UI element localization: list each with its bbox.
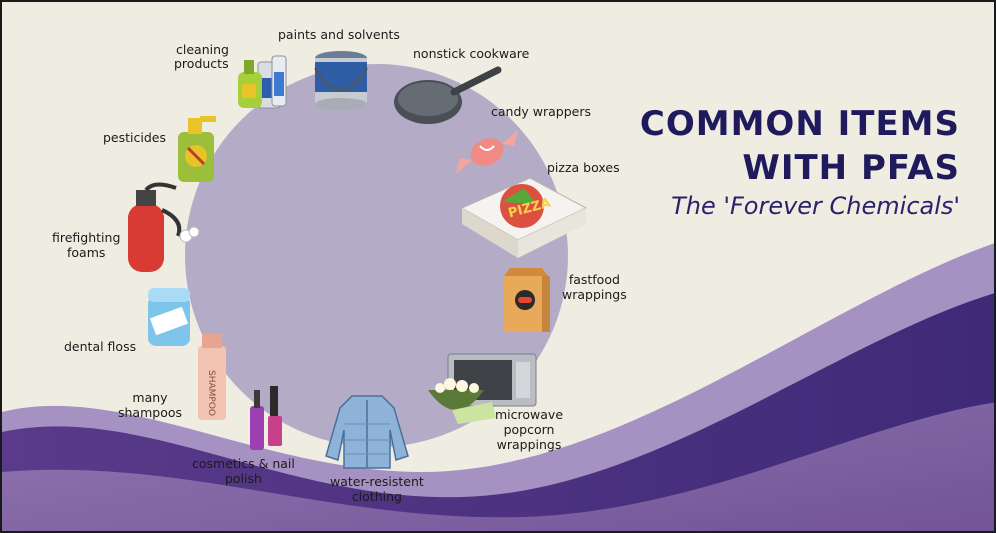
label-nonstick-cookware: nonstick cookware — [413, 46, 530, 61]
title-line-2: WITH PFAS — [742, 148, 960, 188]
dental-floss-icon — [148, 288, 190, 346]
candy-wrapper-icon — [456, 130, 518, 174]
label-fastfood-line-1: fastfood — [568, 272, 620, 287]
label-cleaning-line-1: cleaning — [176, 42, 229, 57]
shampoo-bottle-text: SHAMPOO — [206, 370, 216, 416]
microwave-popcorn-icon — [428, 353, 537, 424]
label-shampoos-line-2: shampoos — [118, 405, 183, 420]
label-cosmetics-line-1: cosmetics & nail — [192, 456, 295, 471]
label-shampoos-line-1: many — [132, 390, 168, 405]
label-firefighting-line-2: foams — [66, 245, 106, 260]
pizza-box-icon: PIZZA — [460, 177, 588, 258]
label-pizza-boxes: pizza boxes — [547, 160, 620, 175]
label-microwave-line-1: microwave — [495, 407, 564, 422]
jacket-icon — [325, 395, 409, 469]
label-microwave-line-2: popcorn — [503, 422, 555, 437]
fire-extinguisher-icon — [128, 182, 200, 272]
label-firefighting-line-1: firefighting — [52, 230, 121, 245]
label-cleaning-products-2: products — [174, 56, 229, 71]
wave-front — [2, 402, 994, 531]
label-candy-wrappers: candy wrappers — [491, 104, 591, 119]
title-line-1: COMMON ITEMS — [639, 104, 960, 144]
pesticide-spray-icon — [178, 116, 216, 182]
fastfood-bag-icon — [504, 268, 550, 332]
label-clothing-line-1: water-resistent — [330, 474, 424, 489]
label-fastfood-line-2: wrappings — [562, 287, 627, 302]
frying-pan-icon — [394, 66, 502, 124]
label-many-shampoos: many shampoos — [118, 390, 182, 420]
wave-middle — [2, 293, 994, 531]
label-cosmetics-nail-polish: cosmetics & nail polish — [192, 456, 295, 486]
label-microwave-popcorn: microwave popcorn wrappings — [495, 407, 563, 452]
label-fastfood-wrappings: fastfood wrappings — [562, 272, 627, 302]
label-cosmetics-line-2: polish — [224, 471, 262, 486]
label-dental-floss: dental floss — [64, 339, 137, 354]
shampoo-bottle-icon: SHAMPOO — [198, 334, 226, 420]
label-pesticides: pesticides — [103, 130, 166, 145]
label-cleaning-products: cleaning — [176, 42, 229, 57]
label-clothing-line-2: clothing — [351, 489, 402, 504]
label-microwave-line-3: wrappings — [496, 437, 562, 452]
cleaning-products-icon — [238, 55, 287, 109]
cosmetics-icon — [250, 386, 282, 450]
paint-can-icon — [314, 51, 368, 110]
label-water-resistent-clothing: water-resistent clothing — [330, 474, 424, 504]
title: COMMON ITEMS WITH PFAS — [640, 102, 960, 190]
label-cleaning-line-2: products — [174, 56, 229, 71]
label-paints-and-solvents: paints and solvents — [278, 27, 400, 42]
label-firefighting-foams: firefighting foams — [52, 230, 120, 260]
subtitle: The 'Forever Chemicals' — [671, 192, 960, 220]
